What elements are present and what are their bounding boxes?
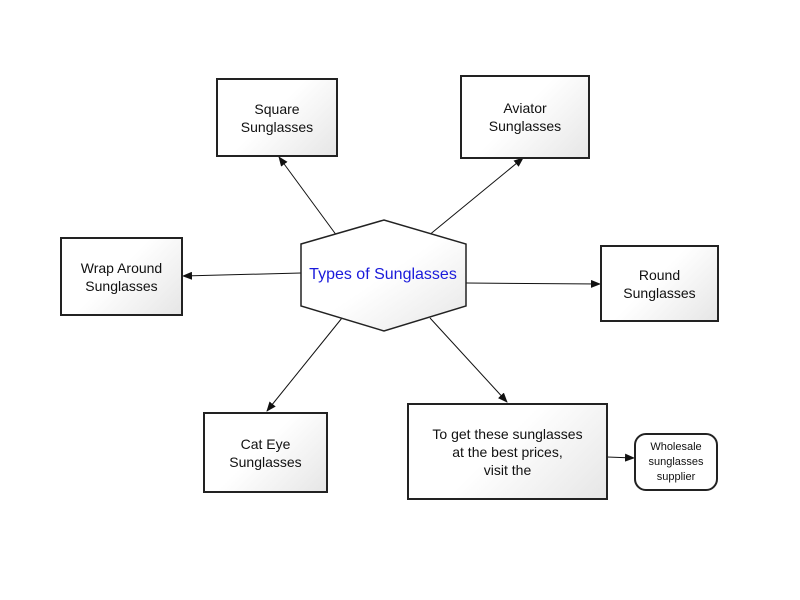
- node-aviator-sunglasses: Aviator Sunglasses: [460, 75, 590, 159]
- node-cat-eye-line2: Sunglasses: [229, 453, 302, 470]
- node-cat-eye-sunglasses: Cat Eye Sunglasses: [203, 412, 328, 493]
- node-best-prices-note: To get these sunglasses at the best pric…: [407, 403, 608, 500]
- node-wrap-around-sunglasses: Wrap Around Sunglasses: [60, 237, 183, 316]
- node-square-line2: Sunglasses: [240, 118, 314, 135]
- supplier-line3: supplier: [656, 470, 696, 483]
- arrow-to-prices: [429, 317, 508, 403]
- center-label: Types of Sunglasses: [309, 266, 457, 283]
- arrow-to-aviator: [427, 157, 524, 237]
- supplier-line1: Wholesale: [650, 440, 702, 453]
- node-prices-line2: at the best prices,: [452, 444, 563, 460]
- arrow-to-supplier: [606, 453, 635, 462]
- node-square-line1: Square: [254, 100, 300, 117]
- node-square-sunglasses: Square Sunglasses: [216, 78, 338, 157]
- node-round-sunglasses: Round Sunglasses: [600, 245, 719, 322]
- arrow-to-round: [465, 279, 601, 288]
- node-aviator-line2: Sunglasses: [488, 118, 562, 134]
- node-round-line1: Round: [638, 266, 681, 283]
- node-wrap-around-line1: Wrap Around: [80, 259, 163, 276]
- arrow-to-wrap-around: [182, 271, 302, 280]
- wholesale-supplier-link[interactable]: Wholesale sunglasses supplier: [634, 433, 718, 491]
- node-aviator-line1: Aviator: [503, 100, 547, 116]
- node-wrap-around-line2: Sunglasses: [85, 277, 158, 294]
- node-prices-line3: visit the: [483, 462, 532, 478]
- node-round-line2: Sunglasses: [623, 284, 696, 301]
- arrow-to-square: [278, 156, 338, 237]
- supplier-line2: sunglasses: [648, 455, 704, 468]
- center-hexagon: [300, 219, 467, 332]
- node-cat-eye-line1: Cat Eye: [240, 435, 291, 452]
- arrow-to-cat-eye: [266, 317, 343, 412]
- node-prices-line1: To get these sunglasses: [432, 426, 583, 442]
